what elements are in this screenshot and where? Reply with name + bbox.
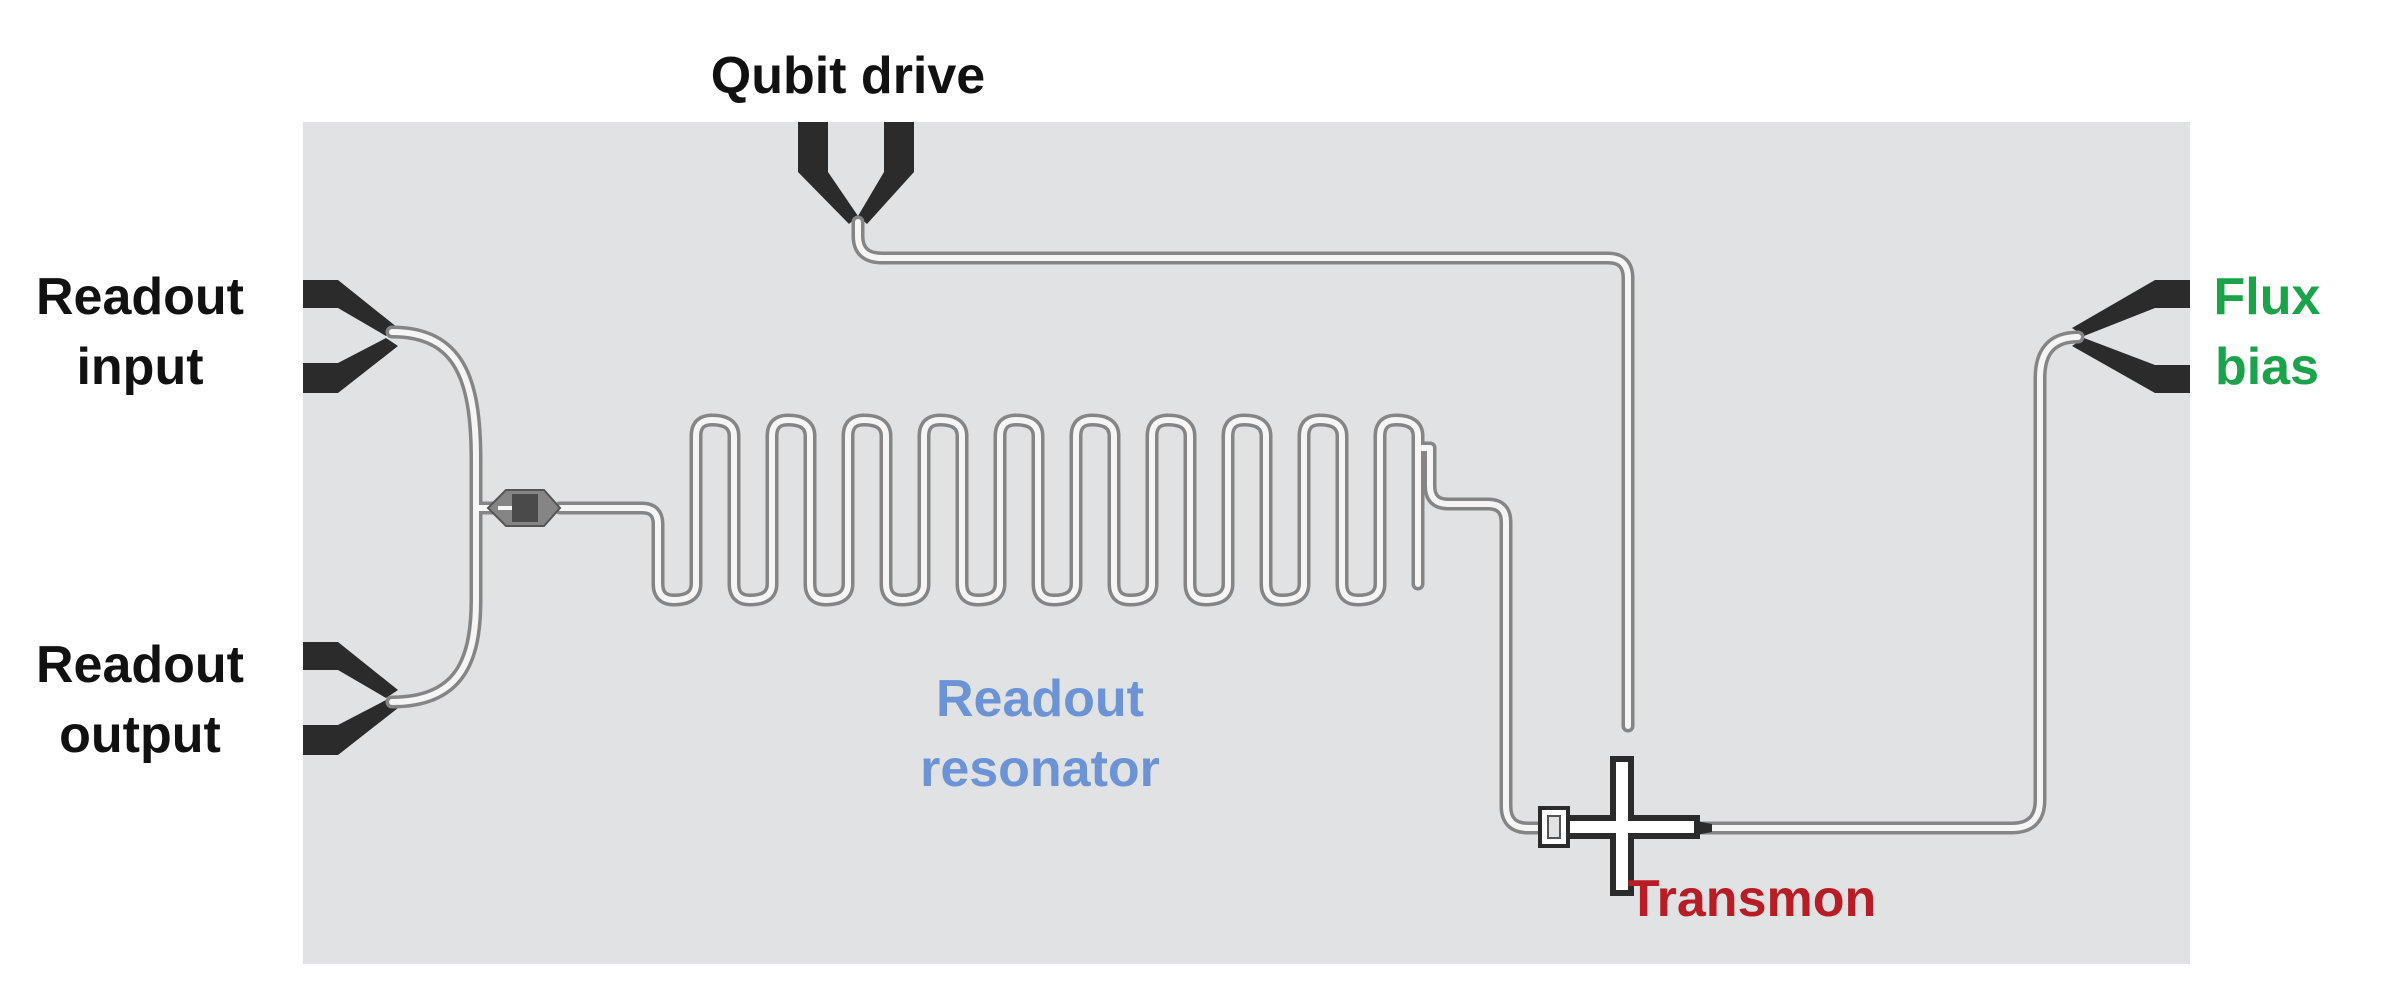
qubit-drive-pads — [798, 122, 914, 224]
readout-output-pads — [303, 642, 398, 755]
qubit-drive-pad-right — [858, 122, 914, 224]
flux-bias-label-line1: Flux — [2214, 268, 2321, 326]
chip-substrate — [303, 122, 2190, 964]
readout-output-pad-bottom — [303, 700, 398, 755]
transmon-coupling-line-inner — [1427, 445, 1551, 831]
readout-resonator-meander-inner — [557, 417, 1433, 603]
qubit-drive-pad-left — [798, 122, 858, 224]
readout-input-label-line2: input — [76, 338, 203, 396]
transmon-label: Transmon — [1628, 870, 1877, 928]
transmon-qubit — [1538, 756, 1712, 896]
readout-input-label-line1: Readout — [36, 268, 244, 326]
flux-bias-pad-bottom — [2072, 338, 2190, 393]
readout-input-pad-top — [303, 280, 398, 336]
flux-bias-line-inner — [1697, 334, 2081, 831]
qubit-drive-line-inner — [855, 219, 1631, 729]
flux-bias-pad-top — [2072, 280, 2190, 336]
transmon-flux-tip — [1696, 821, 1712, 835]
flux-bias-label-line2: bias — [2215, 338, 2319, 396]
readout-input-pads — [303, 280, 398, 393]
resonator-coupling-capacitor — [486, 489, 562, 527]
readout-output-label-line1: Readout — [36, 636, 244, 694]
readout-resonator-label-line2: resonator — [920, 740, 1160, 798]
qubit-drive-label: Qubit drive — [711, 47, 985, 105]
readout-feedline-inner — [389, 329, 479, 705]
readout-resonator-meander — [553, 413, 1437, 607]
readout-output-label-line2: output — [59, 706, 221, 764]
flux-bias-pads — [2072, 280, 2190, 393]
readout-output-pad-top — [303, 642, 398, 698]
readout-resonator-label-line1: Readout — [936, 670, 1144, 728]
readout-input-pad-bottom — [303, 338, 398, 393]
